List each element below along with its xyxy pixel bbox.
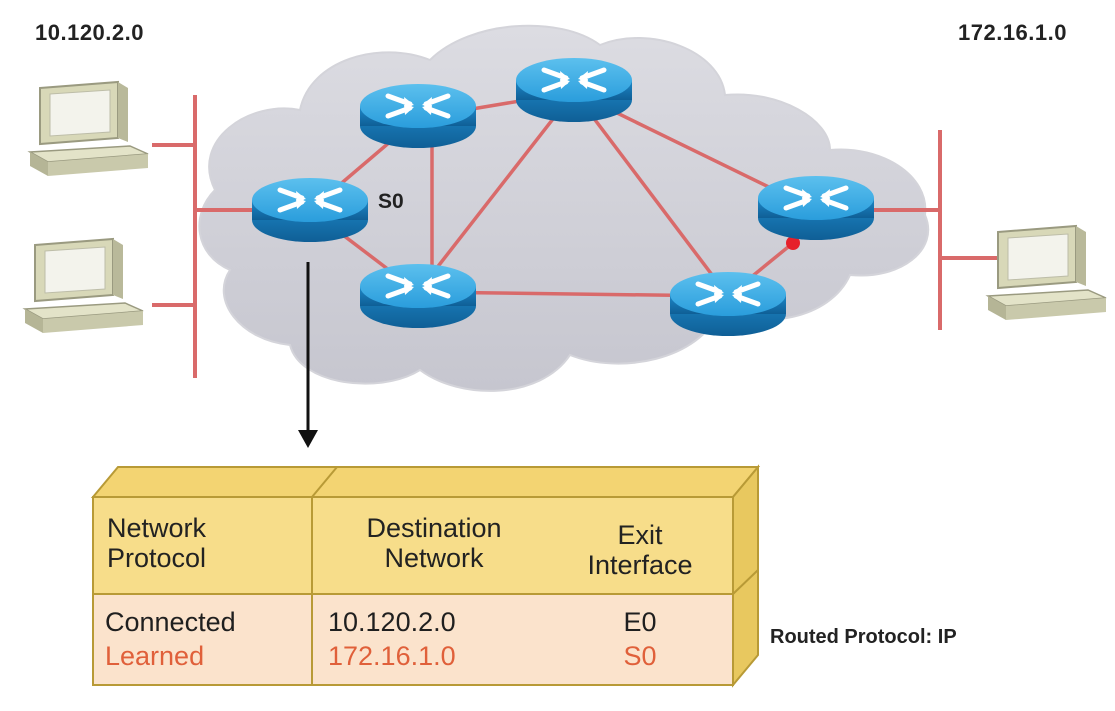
row-learned-interface: S0	[623, 641, 657, 671]
router-edge-right	[758, 176, 874, 240]
row-learned-destination: 172.16.1.0	[328, 641, 456, 671]
routed-protocol-label: Routed Protocol: IP	[770, 626, 957, 648]
header-destination-line1: Destination	[366, 513, 502, 543]
table-arrow-head	[298, 430, 318, 448]
interface-label-s0: S0	[378, 190, 404, 213]
pc-right	[987, 225, 1107, 321]
header-interface-line1: Exit	[617, 520, 663, 550]
header-interface-line2: Interface	[587, 550, 693, 580]
header-protocol-line1: Network	[107, 513, 207, 543]
row-connected-protocol: Connected	[105, 607, 236, 637]
router-top	[516, 58, 632, 122]
network-label-left: 10.120.2.0	[35, 20, 144, 45]
row-connected-destination: 10.120.2.0	[328, 607, 456, 637]
pc-left-top	[29, 81, 149, 177]
routing-table-box	[90, 464, 761, 688]
router-bottom-right	[670, 272, 786, 336]
header-network-protocol: Network Protocol	[107, 513, 206, 573]
router-bottom-left	[360, 264, 476, 328]
router-top-left	[360, 84, 476, 148]
pc-left-bottom	[24, 238, 144, 334]
router-edge-left	[252, 178, 368, 242]
network-label-right: 172.16.1.0	[958, 20, 1067, 45]
row-learned-protocol: Learned	[105, 641, 205, 671]
row-connected-interface: E0	[623, 607, 657, 637]
lan-links	[152, 95, 1000, 378]
header-destination-network: Destination Network	[323, 513, 545, 573]
header-destination-line2: Network	[384, 543, 484, 573]
header-exit-interface: Exit Interface	[555, 520, 725, 580]
header-protocol-line2: Protocol	[107, 543, 207, 573]
failed-link-marker	[786, 236, 800, 250]
